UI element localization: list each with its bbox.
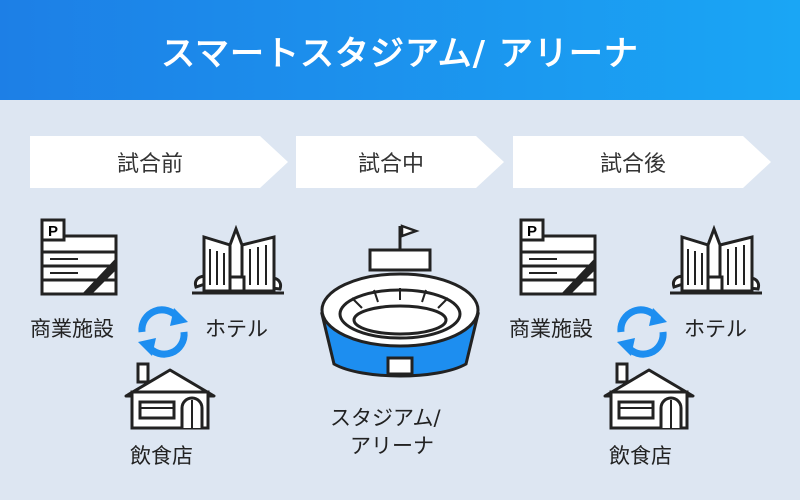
after-hotel-label: ホテル (684, 317, 747, 341)
parking-sign: P (48, 223, 58, 240)
page-title: スマートスタジアム/ アリーナ (161, 33, 639, 74)
before-restaurant-label: 飲食店 (130, 444, 193, 468)
before-commercial-label: 商業施設 (30, 317, 114, 341)
restaurant-icon (603, 362, 695, 430)
phase-before-label: 試合前 (116, 152, 183, 177)
hotel-building-icon (670, 225, 762, 295)
hotel-building-icon (192, 225, 284, 295)
phase-after-arrow: 試合後 (513, 136, 771, 188)
after-commercial-label: 商業施設 (509, 317, 593, 341)
stadium-label-line1: スタジアム/ (330, 406, 441, 430)
after-restaurant-label: 飲食店 (609, 444, 672, 468)
stadium-label-line2: アリーナ (350, 434, 434, 458)
phase-after-label: 試合後 (599, 152, 666, 177)
cycle-arrows-icon (617, 306, 667, 358)
restaurant-icon (124, 362, 216, 430)
commercial-building-icon: P (40, 218, 118, 296)
before-hotel-label: ホテル (205, 317, 268, 341)
phase-during-label: 試合中 (357, 152, 424, 177)
phase-before-arrow: 試合前 (30, 136, 288, 188)
cycle-arrows-icon (138, 306, 188, 358)
stadium-icon (320, 224, 480, 378)
title-banner: スマートスタジアム/ アリーナ (0, 0, 800, 100)
parking-sign: P (527, 223, 537, 240)
commercial-building-icon: P (519, 218, 597, 296)
phase-during-arrow: 試合中 (296, 136, 504, 188)
